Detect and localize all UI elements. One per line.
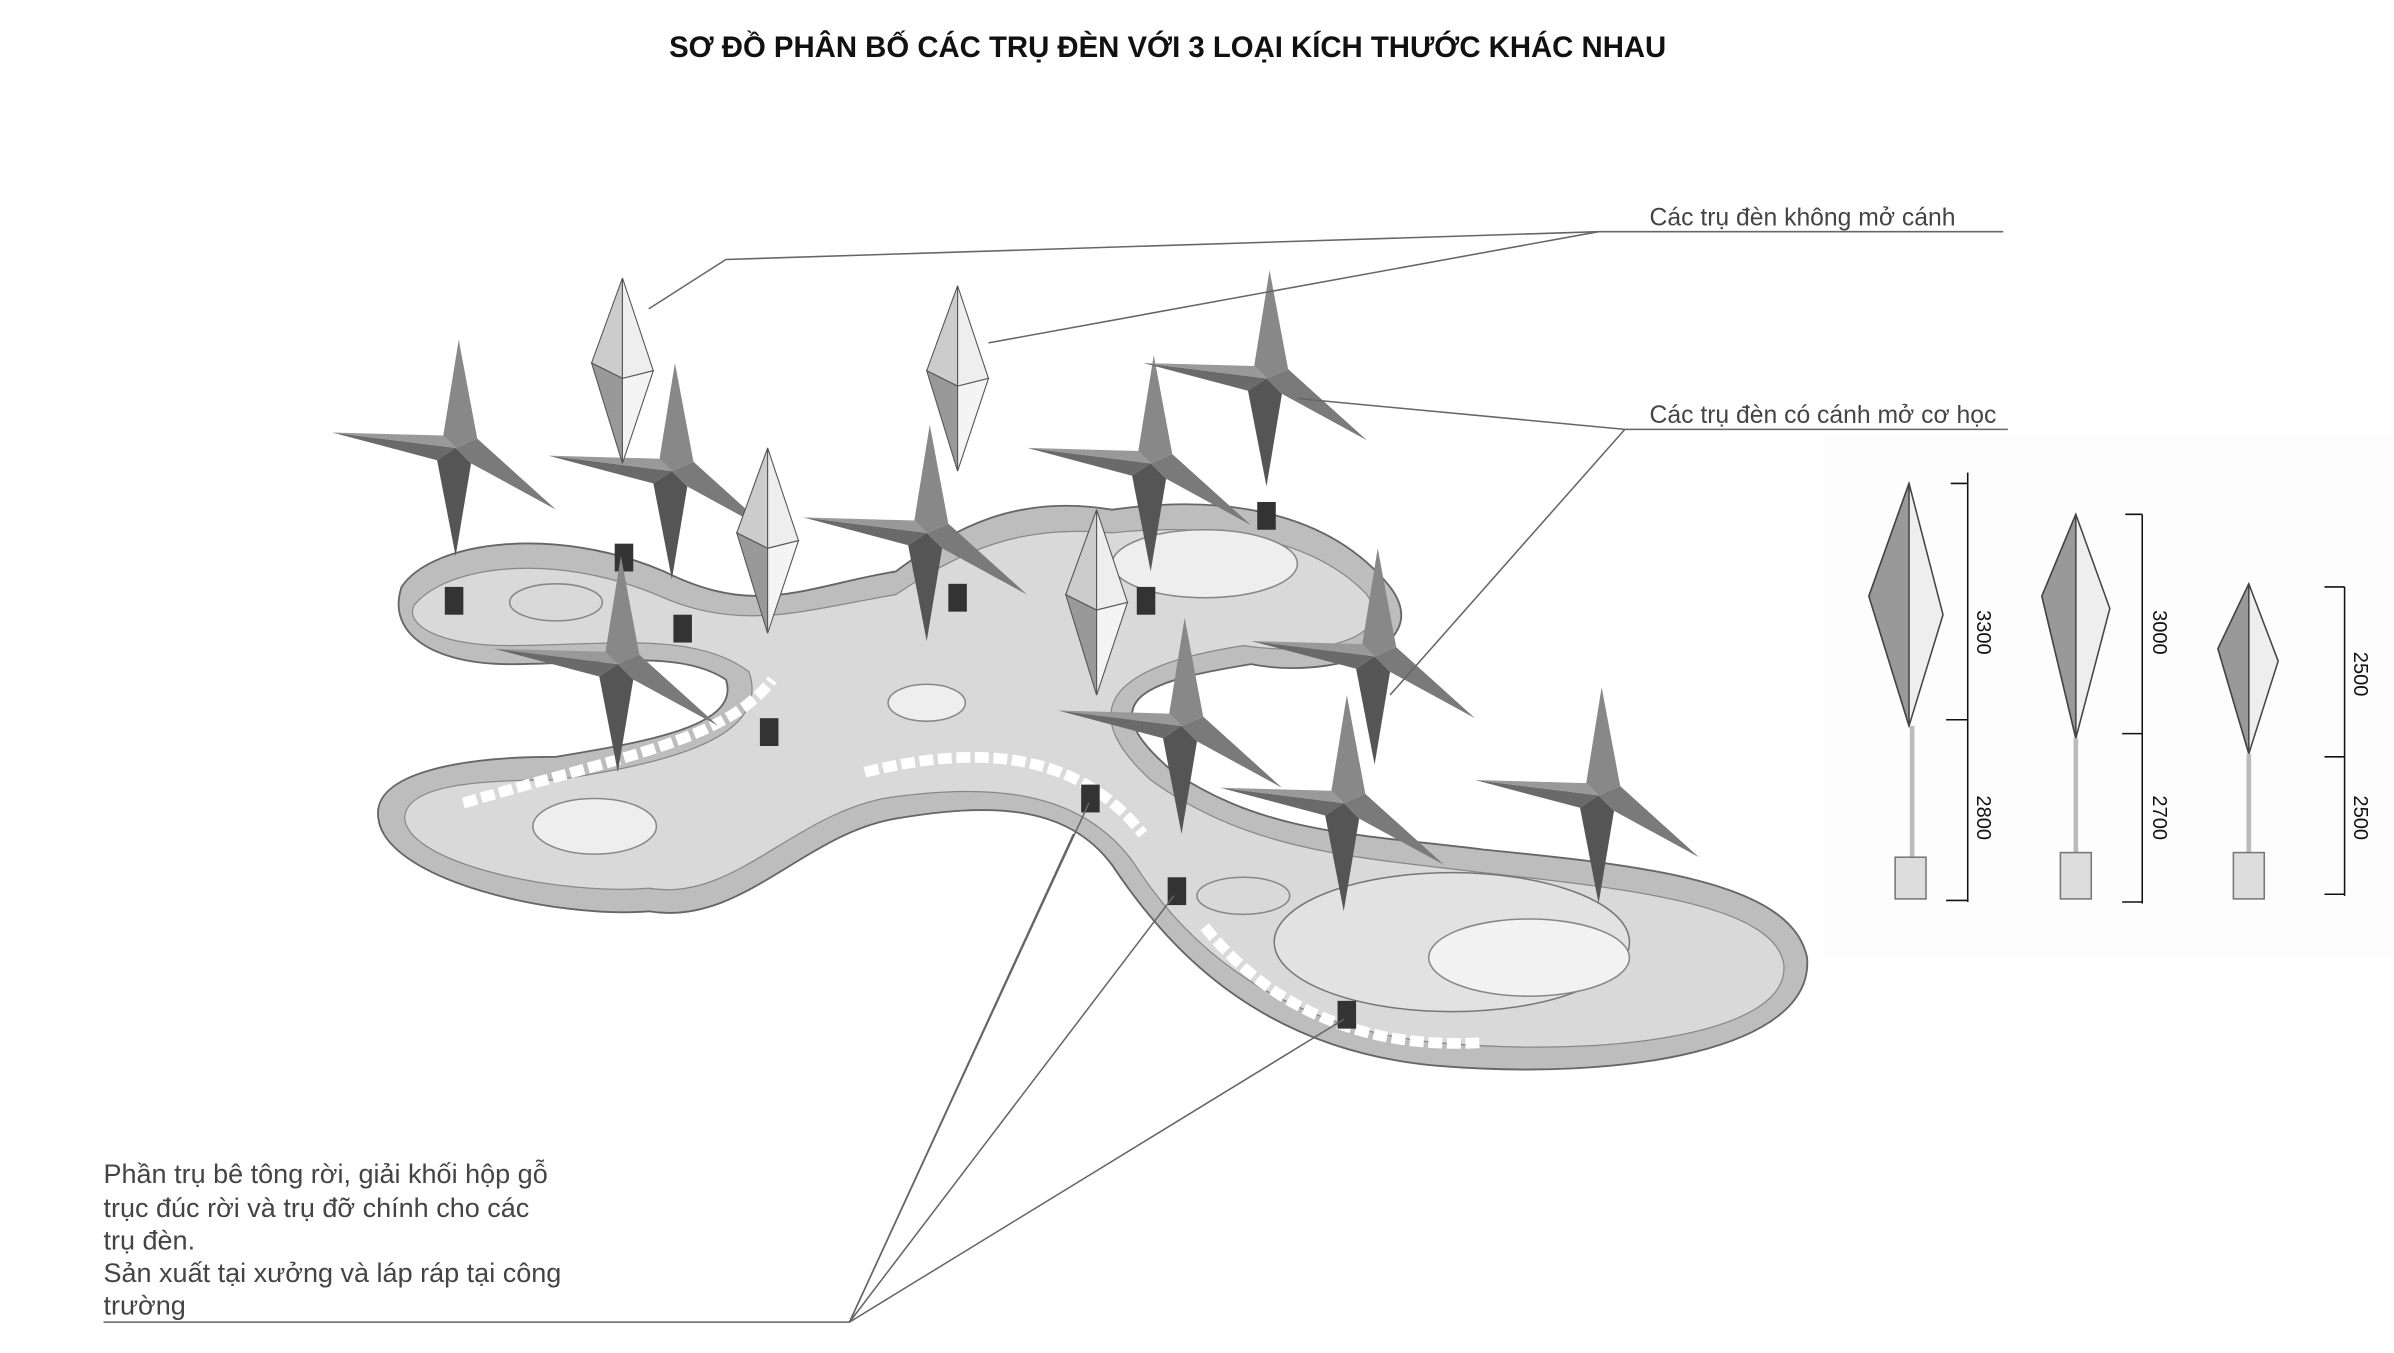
svg-text:2500: 2500 <box>2349 795 2371 840</box>
svg-text:2700: 2700 <box>2148 795 2170 840</box>
note-text: Phần trụ bê tông rời, giải khối hộp gỗ t… <box>103 1158 561 1320</box>
lamp-size-2: 3000 2700 <box>2041 512 2170 904</box>
svg-text:trục đúc rời và trụ đỡ chính c: trục đúc rời và trụ đỡ chính cho các <box>103 1193 529 1223</box>
label-mechanical-opening: Các trụ đèn có cánh mở cơ học <box>1650 402 1997 429</box>
lamp-size-3: 2500 2500 <box>2217 581 2371 900</box>
svg-text:trụ đèn.: trụ đèn. <box>103 1226 195 1256</box>
svg-text:2500: 2500 <box>2349 652 2371 697</box>
lamp-size-1: 3300 2800 <box>1868 472 1994 902</box>
svg-text:2800: 2800 <box>1972 795 1994 840</box>
svg-text:Sản xuất tại xưởng và láp ráp: Sản xuất tại xưởng và láp ráp tại công <box>103 1258 561 1288</box>
svg-text:3300: 3300 <box>1972 610 1994 655</box>
svg-text:trường: trường <box>103 1290 185 1320</box>
dimension-panel: 3300 2800 3000 2700 2500 2500 <box>1822 434 2394 960</box>
pole-bases <box>444 501 1357 1029</box>
diagram-title: SƠ ĐỒ PHÂN BỐ CÁC TRỤ ĐÈN VỚI 3 LOẠI KÍC… <box>669 30 1666 64</box>
svg-text:Phần trụ bê tông rời, giải khố: Phần trụ bê tông rời, giải khối hộp gỗ <box>103 1158 547 1189</box>
svg-text:3000: 3000 <box>2148 610 2170 655</box>
leader-lines <box>103 230 2008 1323</box>
label-non-opening: Các trụ đèn không mở cánh <box>1650 205 1956 232</box>
